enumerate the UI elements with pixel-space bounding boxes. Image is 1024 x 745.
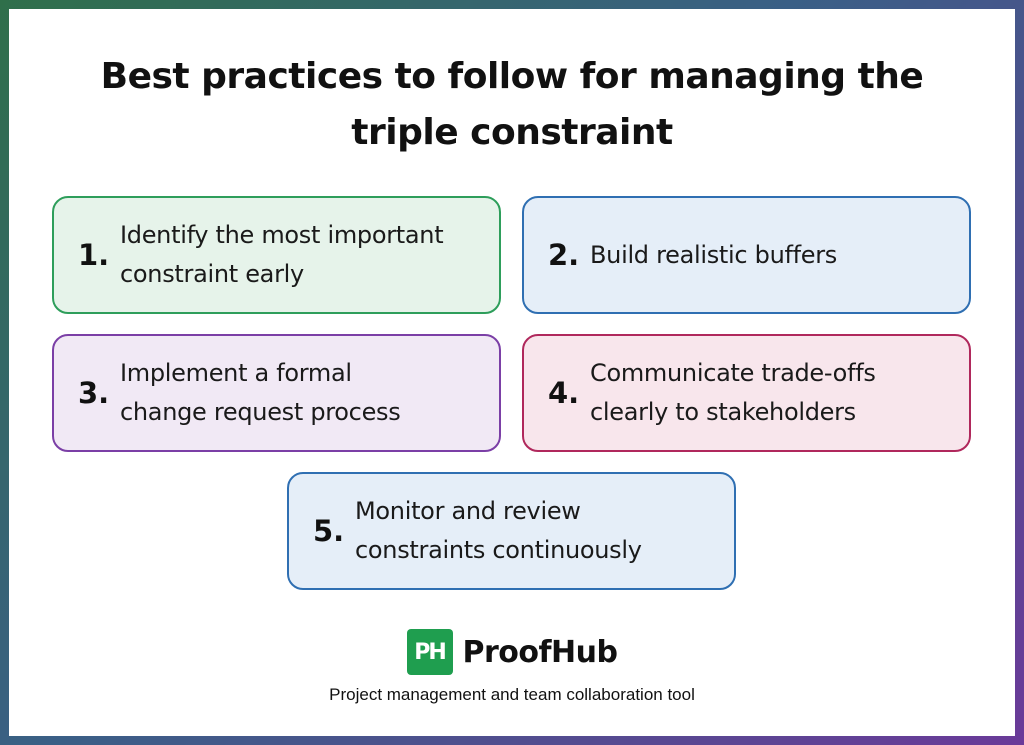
practice-text-line: change request process <box>120 398 401 426</box>
practice-text-line: Monitor and review <box>355 497 581 525</box>
practice-text-line: constraint early <box>120 260 304 288</box>
practice-text-line: Identify the most important <box>120 221 444 249</box>
practice-text: Implement a formal change request proces… <box>120 354 401 432</box>
brand-logo: PH ProofHub <box>9 629 1015 675</box>
practice-number: 1. <box>78 238 110 272</box>
title-line-1: Best practices to follow for managing th… <box>100 56 924 97</box>
practice-number: 3. <box>78 376 110 410</box>
practice-card-5: 5. Monitor and review constraints contin… <box>287 472 736 590</box>
page-title: Best practices to follow for managing th… <box>9 49 1015 161</box>
brand-name: ProofHub <box>462 634 619 670</box>
practice-card-3: 3. Implement a formal change request pro… <box>52 334 501 452</box>
practice-card-2: 2. Build realistic buffers <box>522 196 971 314</box>
practice-number: 2. <box>548 238 580 272</box>
practice-text: Build realistic buffers <box>590 236 837 275</box>
practice-text-line: clearly to stakeholders <box>590 398 856 426</box>
practice-text: Identify the most important constraint e… <box>120 216 444 294</box>
infographic-frame: Best practices to follow for managing th… <box>9 9 1015 736</box>
practice-text-line: constraints continuously <box>355 536 642 564</box>
proofhub-logo-icon: PH <box>406 629 453 675</box>
brand-tagline: Project management and team collaboratio… <box>329 685 695 704</box>
practice-text: Communicate trade-offs clearly to stakeh… <box>590 354 876 432</box>
practice-card-4: 4. Communicate trade-offs clearly to sta… <box>522 334 971 452</box>
practice-text-line: Communicate trade-offs <box>590 359 876 387</box>
practice-number: 4. <box>548 376 580 410</box>
practice-card-1: 1. Identify the most important constrain… <box>52 196 501 314</box>
practice-text-line: Build realistic buffers <box>590 240 838 269</box>
title-line-2: triple constraint <box>351 112 673 153</box>
practice-text: Monitor and review constraints continuou… <box>355 492 642 570</box>
practice-number: 5. <box>313 514 345 548</box>
practice-text-line: Implement a formal <box>120 359 352 387</box>
